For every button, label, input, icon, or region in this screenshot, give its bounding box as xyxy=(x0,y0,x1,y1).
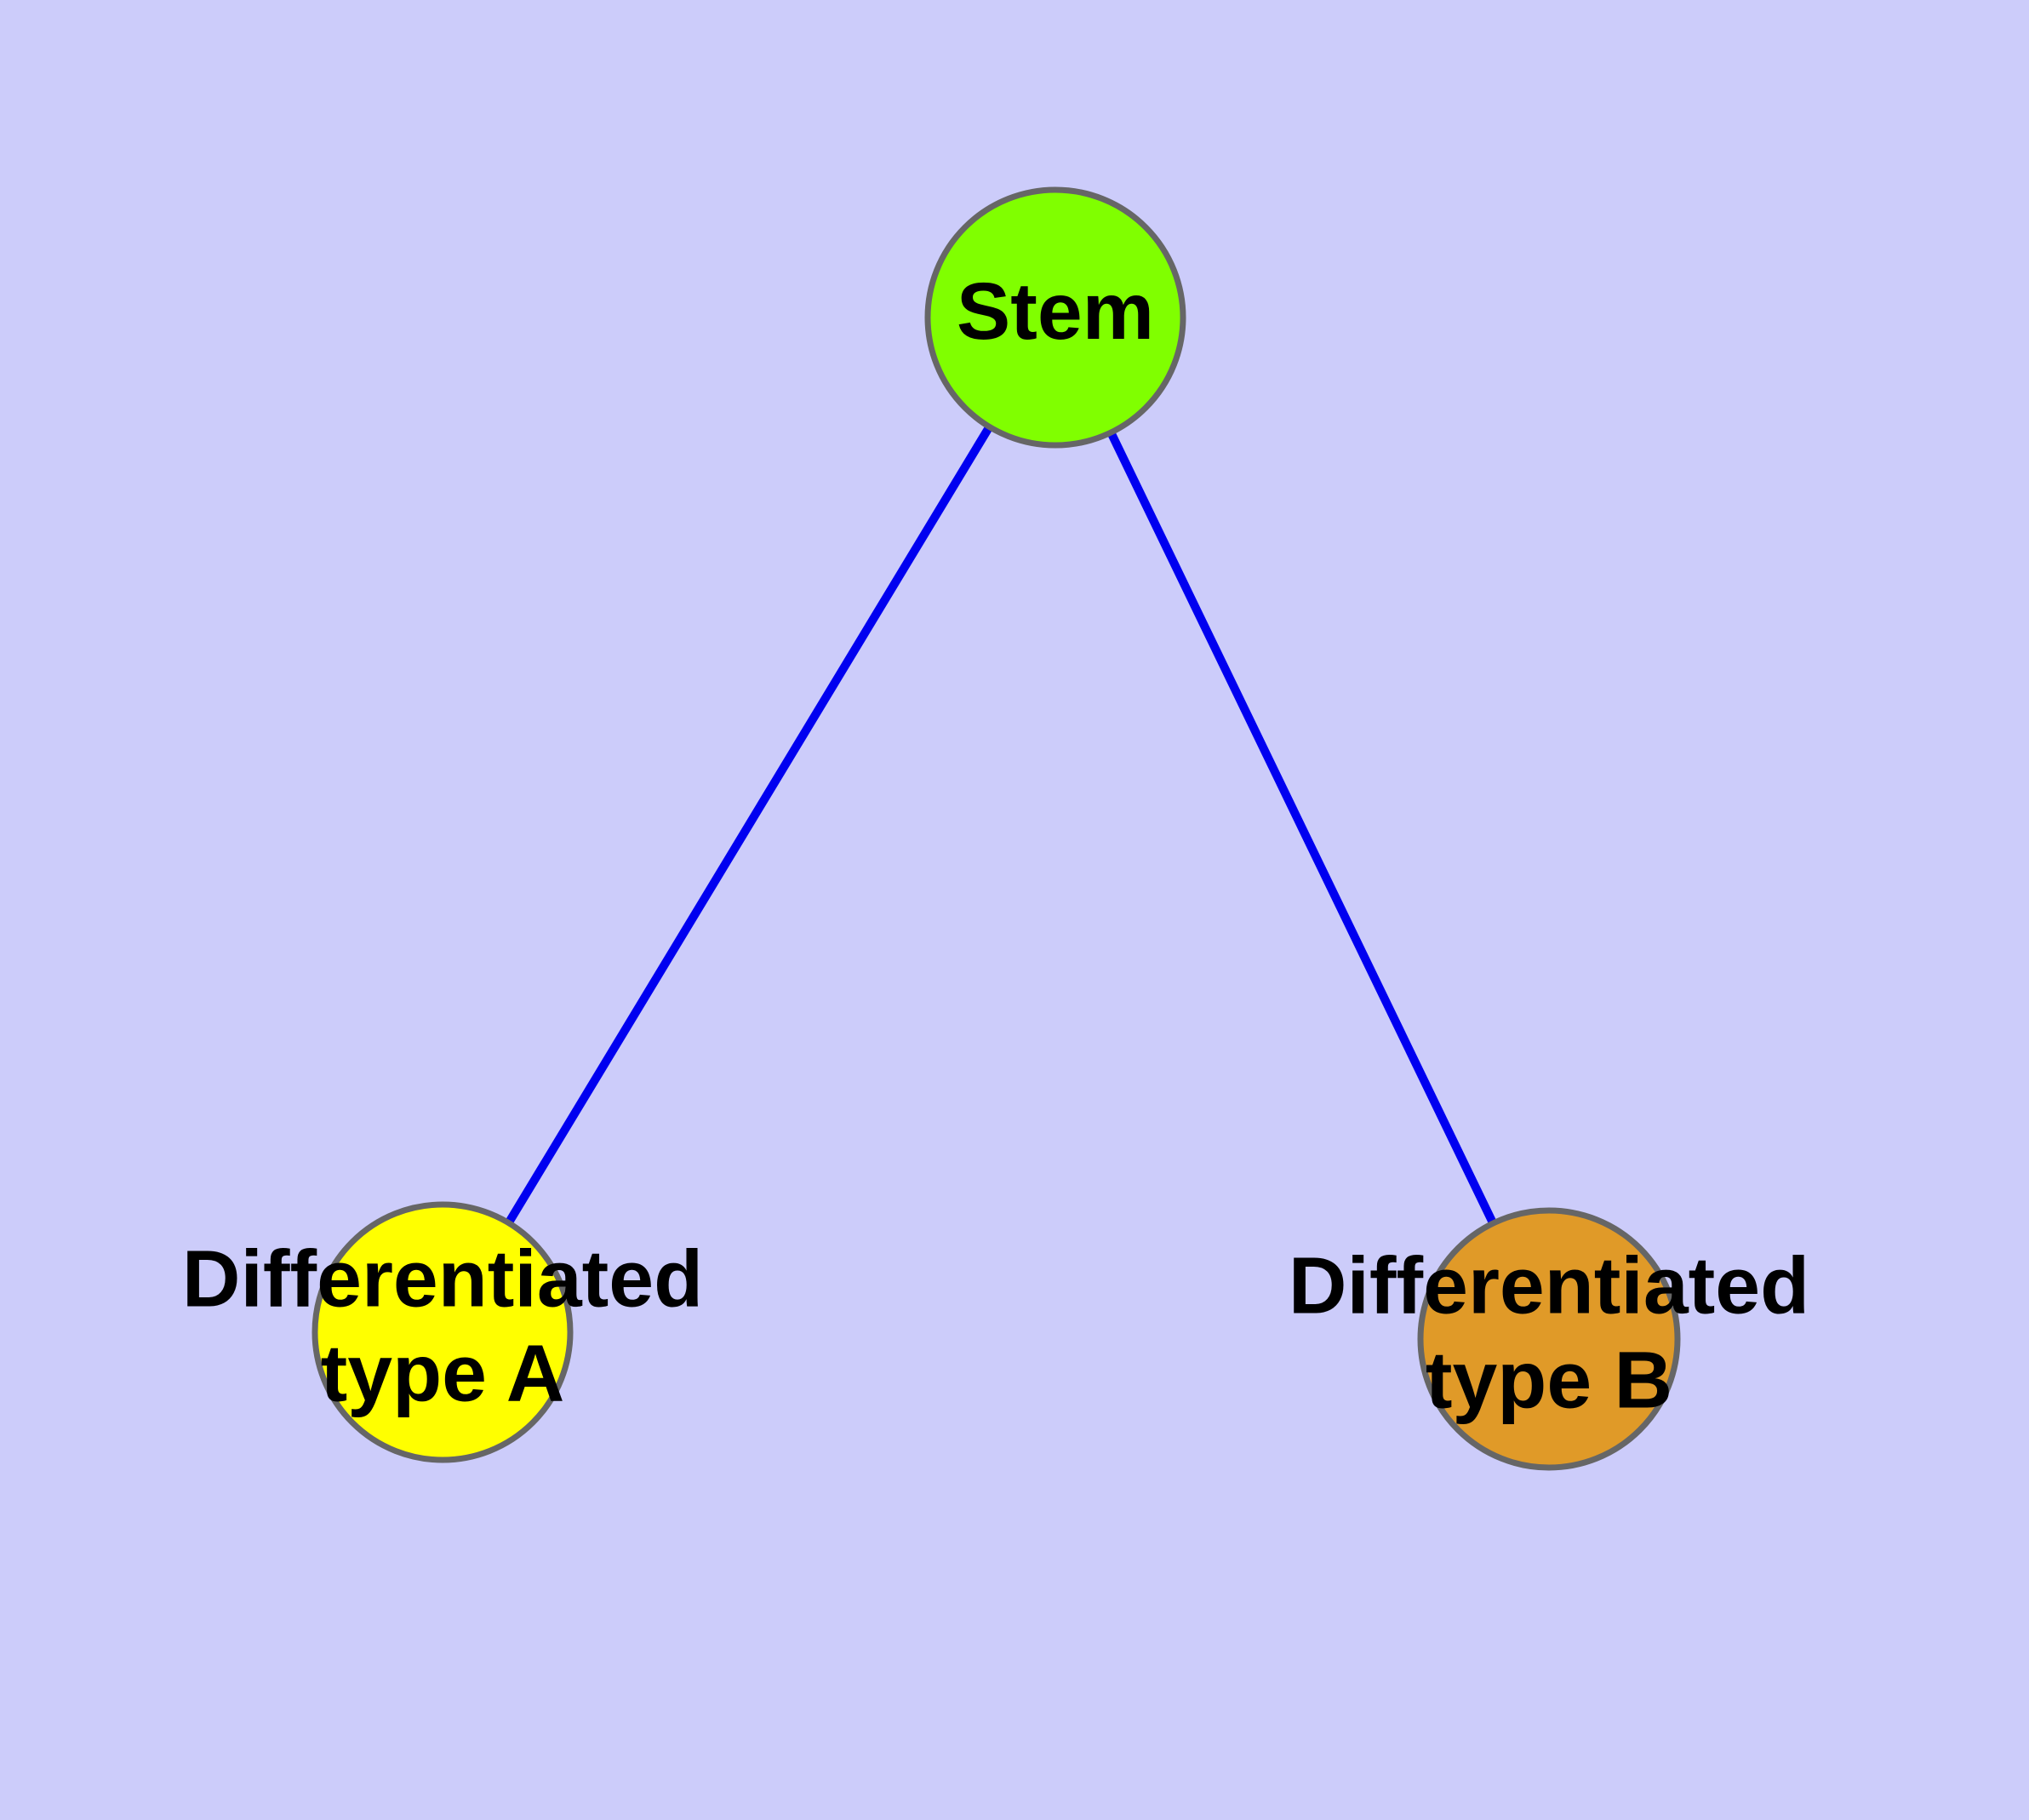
node-label-line: Differentiated xyxy=(182,1234,703,1325)
node-differentiated-type-b[interactable] xyxy=(1417,1207,1681,1471)
node-label-stem: Stem xyxy=(957,266,1154,357)
node-label-line: type B xyxy=(1426,1336,1672,1426)
node-label-line: type A xyxy=(321,1329,565,1419)
edge-stem-to-differentiated-type-b[interactable] xyxy=(1104,424,1500,1232)
edge-stem-to-differentiated-type-a[interactable] xyxy=(501,418,997,1232)
nodes-layer xyxy=(311,186,1681,1471)
node-label-line: Differentiated xyxy=(1289,1241,1809,1331)
node-differentiated-type-a[interactable] xyxy=(311,1201,574,1463)
edges-layer xyxy=(501,418,1500,1232)
node-label-line: Stem xyxy=(957,266,1154,357)
node-stem[interactable] xyxy=(924,186,1186,449)
